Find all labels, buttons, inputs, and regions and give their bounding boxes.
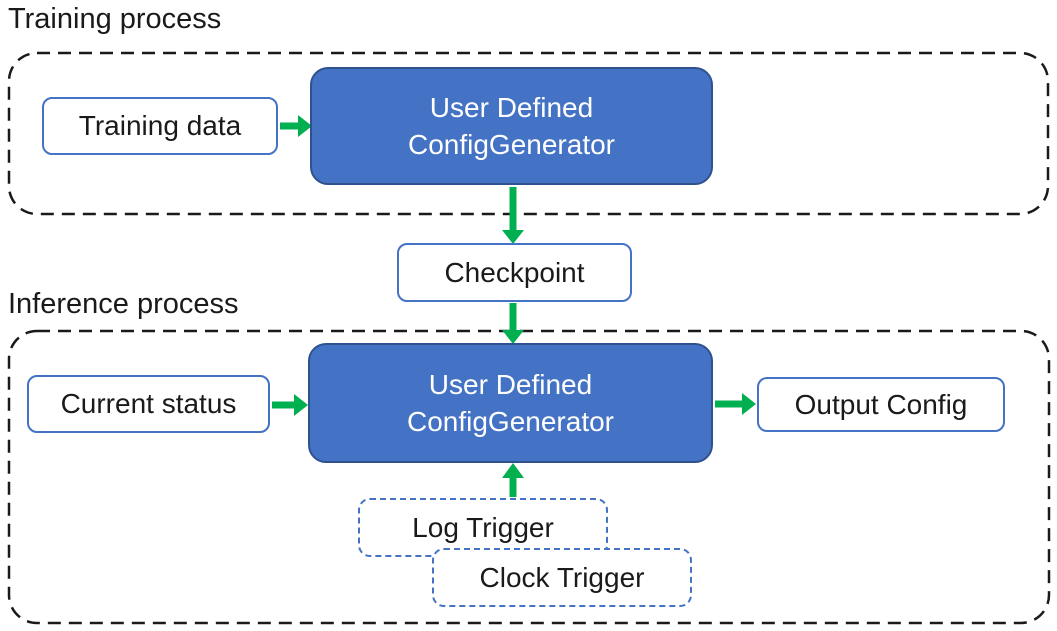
arrow-current-status-to-generator bbox=[272, 394, 308, 416]
arrow-generator-to-output-config bbox=[715, 393, 756, 415]
config-generator-training-label-line1: User Defined bbox=[429, 92, 594, 123]
config-generator-inference-label-line2: ConfigGenerator bbox=[406, 406, 614, 437]
arrow-checkpoint-to-generator bbox=[502, 303, 524, 344]
training-data-node: Training data bbox=[42, 97, 278, 155]
clock-trigger-node: Clock Trigger bbox=[432, 548, 692, 607]
training-data-label: Training data bbox=[78, 110, 242, 141]
arrow-generator-to-checkpoint bbox=[502, 187, 524, 244]
training-process-title: Training process bbox=[8, 3, 222, 35]
training-process-frame bbox=[7, 51, 1050, 216]
arrow-triggers-to-generator bbox=[502, 463, 524, 497]
inference-process-title: Inference process bbox=[8, 288, 239, 320]
checkpoint-node: Checkpoint bbox=[397, 243, 632, 302]
clock-trigger-label: Clock Trigger bbox=[479, 561, 645, 593]
current-status-node: Current status bbox=[27, 375, 270, 433]
log-trigger-node: Log Trigger bbox=[358, 498, 608, 557]
config-generator-inference-node: User Defined ConfigGenerator bbox=[308, 343, 713, 463]
config-generator-training-label-line2: ConfigGenerator bbox=[407, 129, 615, 160]
output-config-node: Output Config bbox=[757, 377, 1005, 432]
current-status-label: Current status bbox=[60, 388, 237, 419]
inference-process-frame bbox=[7, 329, 1051, 625]
checkpoint-label: Checkpoint bbox=[444, 256, 585, 288]
config-generator-inference-label-line1: User Defined bbox=[428, 369, 593, 400]
config-generator-training-node: User Defined ConfigGenerator bbox=[310, 67, 713, 185]
arrow-training-data-to-generator bbox=[280, 115, 312, 137]
output-config-label: Output Config bbox=[794, 388, 968, 420]
log-trigger-label: Log Trigger bbox=[412, 511, 554, 543]
